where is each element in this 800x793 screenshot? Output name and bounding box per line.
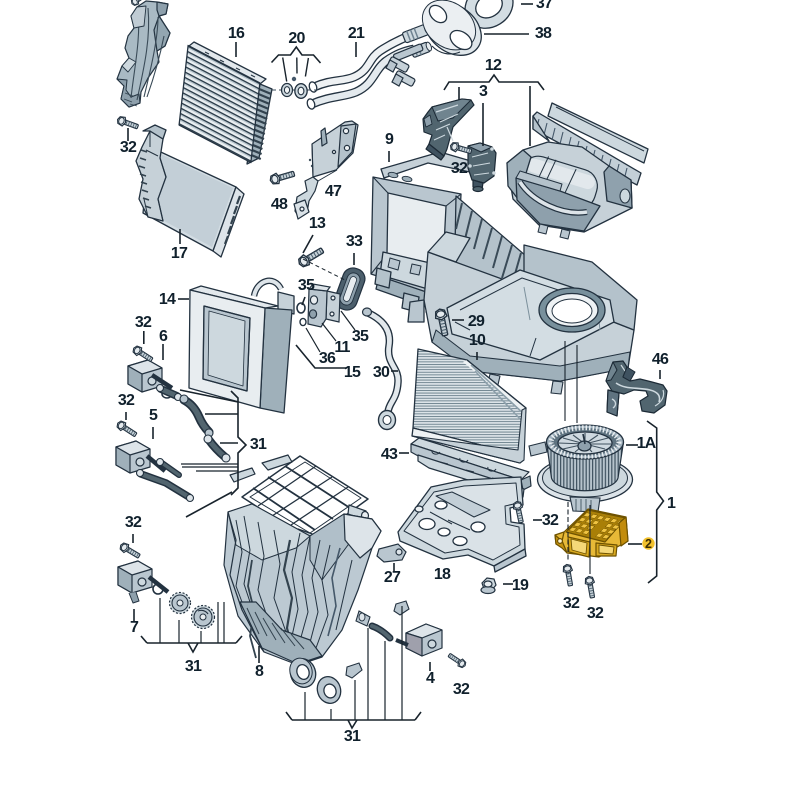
- svg-text:46: 46: [652, 351, 669, 368]
- svg-text:17: 17: [171, 245, 188, 262]
- svg-text:27: 27: [384, 569, 401, 586]
- svg-text:32: 32: [453, 681, 470, 698]
- svg-text:5: 5: [149, 407, 158, 424]
- svg-text:32: 32: [125, 514, 142, 531]
- svg-text:15: 15: [344, 364, 361, 381]
- svg-text:35: 35: [352, 328, 369, 345]
- svg-text:21: 21: [348, 25, 365, 42]
- svg-text:32: 32: [118, 392, 135, 409]
- svg-text:10: 10: [469, 332, 486, 349]
- svg-text:1: 1: [667, 495, 676, 512]
- svg-text:7: 7: [130, 619, 139, 636]
- svg-text:33: 33: [346, 233, 363, 250]
- svg-text:30: 30: [373, 364, 390, 381]
- svg-text:13: 13: [309, 215, 326, 232]
- svg-text:12: 12: [485, 57, 502, 74]
- svg-text:32: 32: [120, 139, 137, 156]
- svg-text:16: 16: [228, 25, 245, 42]
- svg-text:3: 3: [479, 83, 488, 100]
- svg-text:32: 32: [587, 605, 604, 622]
- svg-text:36: 36: [319, 350, 336, 367]
- svg-text:32: 32: [451, 160, 468, 177]
- svg-text:31: 31: [185, 658, 202, 675]
- svg-text:18: 18: [434, 566, 451, 583]
- svg-text:35: 35: [298, 277, 315, 294]
- svg-text:6: 6: [159, 328, 168, 345]
- svg-text:32: 32: [135, 314, 152, 331]
- svg-text:47: 47: [325, 183, 342, 200]
- svg-text:19: 19: [512, 577, 529, 594]
- svg-text:1A: 1A: [637, 435, 657, 452]
- svg-text:11: 11: [334, 339, 350, 356]
- svg-text:37: 37: [536, 0, 553, 12]
- svg-text:4: 4: [426, 670, 435, 687]
- svg-text:14: 14: [159, 291, 176, 308]
- svg-text:20: 20: [288, 30, 305, 47]
- svg-text:31: 31: [344, 728, 361, 745]
- svg-text:43: 43: [381, 446, 398, 463]
- svg-text:32: 32: [542, 512, 559, 529]
- svg-text:9: 9: [385, 131, 394, 148]
- svg-text:8: 8: [255, 663, 264, 680]
- svg-text:31: 31: [250, 436, 267, 453]
- svg-text:48: 48: [271, 196, 288, 213]
- svg-text:2: 2: [645, 537, 652, 551]
- svg-text:29: 29: [468, 313, 485, 330]
- svg-text:38: 38: [535, 25, 552, 42]
- svg-text:32: 32: [563, 595, 580, 612]
